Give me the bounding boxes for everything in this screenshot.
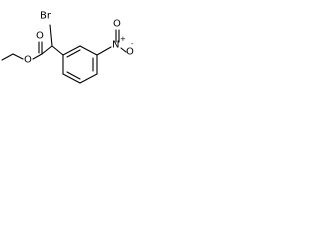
bond-alpha-bromine <box>49 24 53 47</box>
atom-label-bromine: Br <box>40 11 52 22</box>
bond-carbonyl-alpha <box>41 45 53 55</box>
ring-inner-double-3 <box>66 71 81 80</box>
bond-ester-oxygen-carbonyl-carbon <box>32 53 43 60</box>
atom-label-carbonyl-oxygen: O <box>36 31 44 42</box>
bond-nitrogen-oxygen-bottom <box>120 47 127 53</box>
bond-methyl-methylene <box>1 53 14 61</box>
atom-label-ester-oxygen: O <box>24 55 32 66</box>
charge-nitrogen: + <box>120 35 126 43</box>
charge-nitro-oxygen: - <box>131 40 134 48</box>
chemical-structure: Br O O N + O O - <box>1 11 134 84</box>
atom-label-nitro-oxygen-bottom: O <box>126 47 134 58</box>
atom-label-nitrogen: N <box>112 40 119 51</box>
ring-bond-1 <box>62 45 81 56</box>
ring-inner-double-1 <box>66 49 81 58</box>
bond-alpha-ring <box>51 45 64 56</box>
ring-bond-4 <box>79 73 98 84</box>
ring-bond-2 <box>79 45 98 56</box>
bond-ring-nitrogen <box>96 46 112 56</box>
atom-label-nitro-oxygen-top: O <box>113 19 121 30</box>
ring-bond-5 <box>62 73 81 84</box>
bond-methylene-ester-oxygen <box>12 53 24 60</box>
